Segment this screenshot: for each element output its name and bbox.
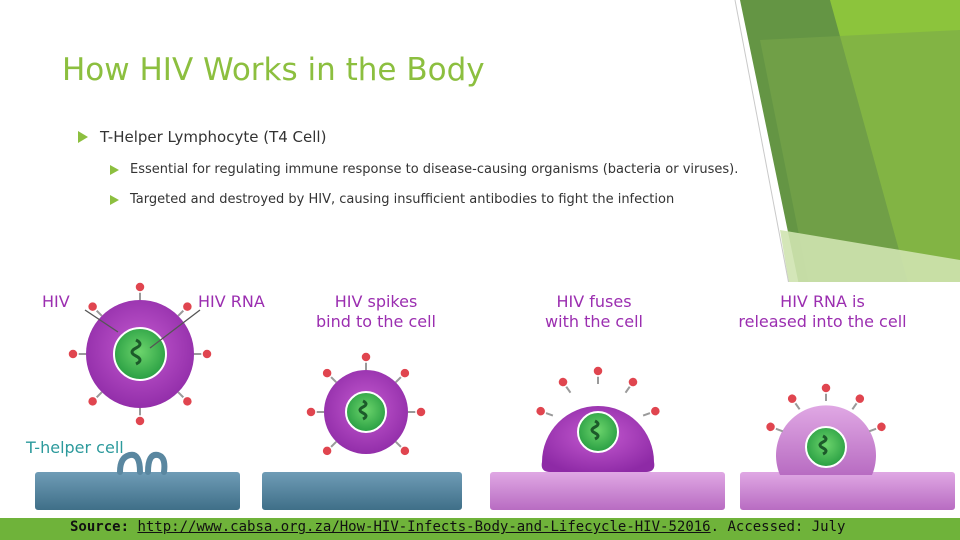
bullet-sub-2: Targeted and destroyed by HIV, causing i… <box>110 192 674 207</box>
label-hiv-spikes-line1: HIV spikes <box>334 292 418 311</box>
label-hiv-fuses-line2: with the cell <box>545 312 643 331</box>
page-title: How HIV Works in the Body <box>62 52 485 88</box>
bullet-list: T-Helper Lymphocyte (T4 Cell) Essential … <box>0 0 960 240</box>
label-hiv-rna-released-line1: HIV RNA is <box>780 292 865 311</box>
bullet-main: T-Helper Lymphocyte (T4 Cell) <box>78 128 326 146</box>
label-hiv-fuses: HIV fuses with the cell <box>538 292 650 332</box>
bullet-sub-1: Essential for regulating immune response… <box>110 162 738 177</box>
hiv-lifecycle-illustration <box>35 282 955 510</box>
source-citation: Source: http://www.cabsa.org.za/How-HIV-… <box>70 518 845 536</box>
label-hiv-spikes: HIV spikes bind to the cell <box>312 292 440 332</box>
label-hiv: HIV <box>42 292 70 311</box>
bullet-sub-2-text: Targeted and destroyed by HIV, causing i… <box>130 192 675 207</box>
bullet-arrow-icon <box>110 194 119 205</box>
hiv-virus-fusing <box>533 365 663 472</box>
source-label: Source: <box>70 519 130 535</box>
label-hiv-rna-released: HIV RNA is released into the cell <box>730 292 915 332</box>
pointer-line-hiv <box>84 309 119 333</box>
deco-thin-line <box>734 0 791 291</box>
hiv-virus-free <box>67 282 213 427</box>
hiv-virus-binding <box>305 351 427 459</box>
label-hiv-rna: HIV RNA <box>198 292 265 311</box>
deco-light-green-panel <box>780 230 960 290</box>
label-hiv-rna-released-line2: released into the cell <box>738 312 907 331</box>
deco-mid-green-panel <box>760 30 960 290</box>
source-bar <box>0 518 960 540</box>
bullet-arrow-icon <box>110 164 119 175</box>
bullet-sub-1-text: Essential for regulating immune response… <box>130 162 739 177</box>
source-link[interactable]: http://www.cabsa.org.za/How-HIV-Infects-… <box>137 519 711 535</box>
pointer-line-hiv-rna <box>149 309 201 349</box>
bullet-main-text: T-Helper Lymphocyte (T4 Cell) <box>100 128 327 146</box>
bullet-arrow-icon <box>78 131 88 143</box>
cell-membrane-lilac <box>490 472 955 510</box>
source-accessed: . Accessed: July <box>710 519 846 535</box>
hiv-lifecycle-figure: HIV HIV RNA HIV spikes bind to the cell … <box>0 282 960 518</box>
label-t-helper-cell: T-helper cell <box>26 438 124 457</box>
hiv-virus-released <box>763 382 889 475</box>
label-hiv-fuses-line1: HIV fuses <box>556 292 632 311</box>
label-hiv-spikes-line2: bind to the cell <box>315 312 436 331</box>
cell-membrane-blue <box>35 451 462 510</box>
